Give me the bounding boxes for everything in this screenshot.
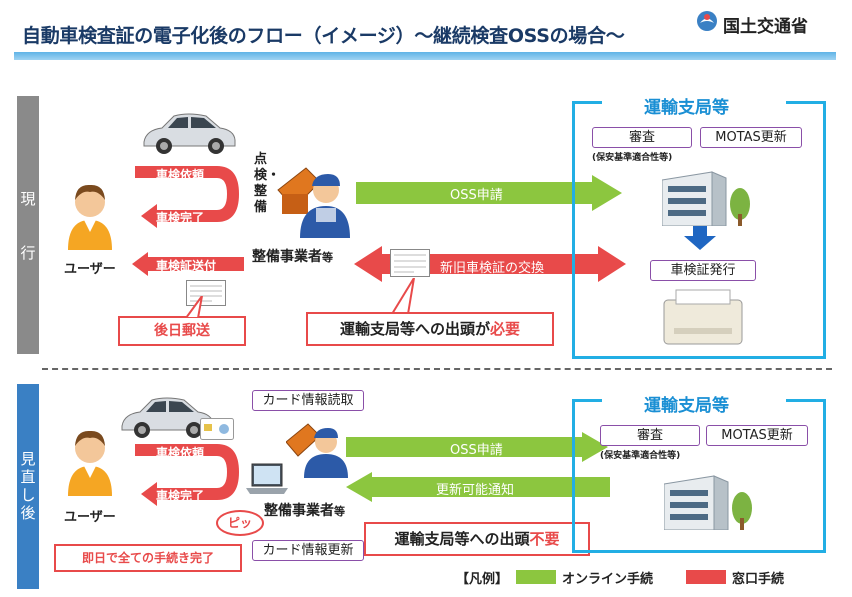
bureau-box-current — [572, 101, 826, 359]
card-read-box: カード情報読取 — [252, 390, 364, 411]
laptop-icon — [244, 462, 288, 496]
request-label-current: 車検依頼 — [156, 168, 205, 182]
send-arrow — [132, 252, 244, 276]
oss-arrow-current — [356, 175, 622, 211]
side-label-future-1: 見 — [20, 450, 36, 468]
user-person-icon — [62, 178, 118, 250]
request-complete-uturn-future — [135, 440, 245, 508]
review-box-current: 審査 — [592, 127, 692, 148]
page-title: 自動車検査証の電子化後のフロー（イメージ）～継続検査OSSの場合～ — [22, 25, 625, 47]
side-label-future-3: し — [20, 486, 36, 504]
side-label-future-2: 直 — [20, 468, 36, 486]
visit-unneeded-callout: 運輸支局等への出頭不要 — [364, 522, 590, 556]
side-label-current-1: 現 — [20, 190, 36, 208]
request-complete-uturn — [135, 162, 245, 230]
card-update-box: カード情報更新 — [252, 540, 364, 561]
beep-bubble: ピッ — [216, 510, 264, 536]
title-underline — [14, 52, 836, 60]
inspect-label-text: 点検・整備 — [254, 152, 281, 215]
visit-required-callout: 運輸支局等への出頭が必要 — [306, 312, 554, 346]
safety-note-future: (保安基準適合性等) — [600, 451, 681, 461]
shop-label-future-text: 整備事業者 — [264, 503, 334, 519]
sidebar-current: 現 行 — [17, 96, 39, 354]
legend-online-label: オンライン手続 — [562, 572, 654, 587]
motas-box-current: MOTAS更新 — [700, 127, 802, 148]
down-arrow — [684, 226, 716, 250]
mail-later-callout: 後日郵送 — [118, 316, 246, 346]
complete-label-future: 車検完了 — [156, 489, 205, 503]
legend-counter-label: 窓口手続 — [732, 572, 785, 587]
visit-unneeded-emph: 不要 — [529, 530, 560, 548]
complete-label-current: 車検完了 — [156, 211, 205, 225]
exchange-label: 新旧車検証の交換 — [440, 261, 545, 276]
side-label-current-2: 行 — [20, 244, 36, 262]
bureau-title-current: 運輸支局等 — [638, 93, 735, 118]
mechanic-icon — [276, 160, 352, 238]
bureau-box-future — [572, 399, 826, 553]
office-building-icon-future — [663, 470, 754, 531]
user-label-future: ユーザー — [64, 510, 116, 525]
bureau-top-right-current — [786, 101, 826, 104]
oss-arrow-future — [346, 432, 608, 462]
office-building-icon — [661, 166, 752, 227]
bureau-top-left-future — [572, 399, 602, 402]
mechanic-icon-future — [285, 418, 350, 478]
ministry-name: 国土交通省 — [723, 17, 808, 37]
sameday-label: 即日で全ての手続き完了 — [81, 551, 214, 565]
side-label-future-4: 後 — [20, 504, 36, 522]
issue-box: 車検証発行 — [650, 260, 756, 281]
review-box-future: 審査 — [600, 425, 700, 446]
bureau-top-right-future — [786, 399, 826, 402]
shop-suffix-future: 等 — [334, 505, 345, 518]
shop-label-current: 整備事業者等 — [252, 246, 333, 266]
mail-later-label: 後日郵送 — [154, 323, 210, 339]
legend-counter-swatch — [686, 570, 726, 584]
exchange-document-icon — [390, 249, 430, 277]
mail-callout-pointer — [180, 295, 210, 319]
motas-box-future: MOTAS更新 — [706, 425, 808, 446]
shop-suffix-current: 等 — [322, 251, 333, 264]
certificate-document-icon — [186, 280, 226, 306]
shop-label-current-text: 整備事業者 — [252, 249, 322, 265]
send-label: 車検証送付 — [156, 259, 217, 273]
inspect-label: 点検・整備 — [254, 152, 280, 216]
sameday-callout: 即日で全ての手続き完了 — [54, 544, 242, 572]
sidebar-future: 見 直 し 後 — [17, 384, 39, 589]
legend-title: 【凡例】 — [456, 572, 509, 587]
beep-label: ピッ — [227, 516, 252, 530]
notify-label: 更新可能通知 — [436, 483, 515, 498]
user-person-icon-future — [62, 424, 118, 496]
safety-note-current: (保安基準適合性等) — [592, 153, 673, 163]
visit-unneeded-prefix: 運輸支局等への出頭 — [394, 530, 530, 548]
bureau-title-future: 運輸支局等 — [638, 391, 735, 416]
visit-required-emph: 必要 — [490, 320, 521, 338]
oss-label-future: OSS申請 — [450, 443, 503, 458]
visit-required-prefix: 運輸支局等への出頭が — [339, 320, 490, 338]
printer-icon — [662, 288, 744, 346]
car-icon — [140, 108, 238, 156]
legend-online-swatch — [516, 570, 556, 584]
ic-card-icon — [200, 418, 234, 440]
shop-label-future: 整備事業者等 — [264, 500, 345, 520]
user-label-current: ユーザー — [64, 262, 116, 277]
oss-label-current: OSS申請 — [450, 188, 503, 203]
visit-callout-pointer-current — [388, 277, 418, 315]
ministry-logo-icon — [696, 10, 718, 32]
bureau-top-left-current — [572, 101, 602, 104]
request-label-future: 車検依頼 — [156, 446, 205, 460]
section-divider — [42, 368, 832, 370]
notify-arrow — [346, 472, 610, 502]
